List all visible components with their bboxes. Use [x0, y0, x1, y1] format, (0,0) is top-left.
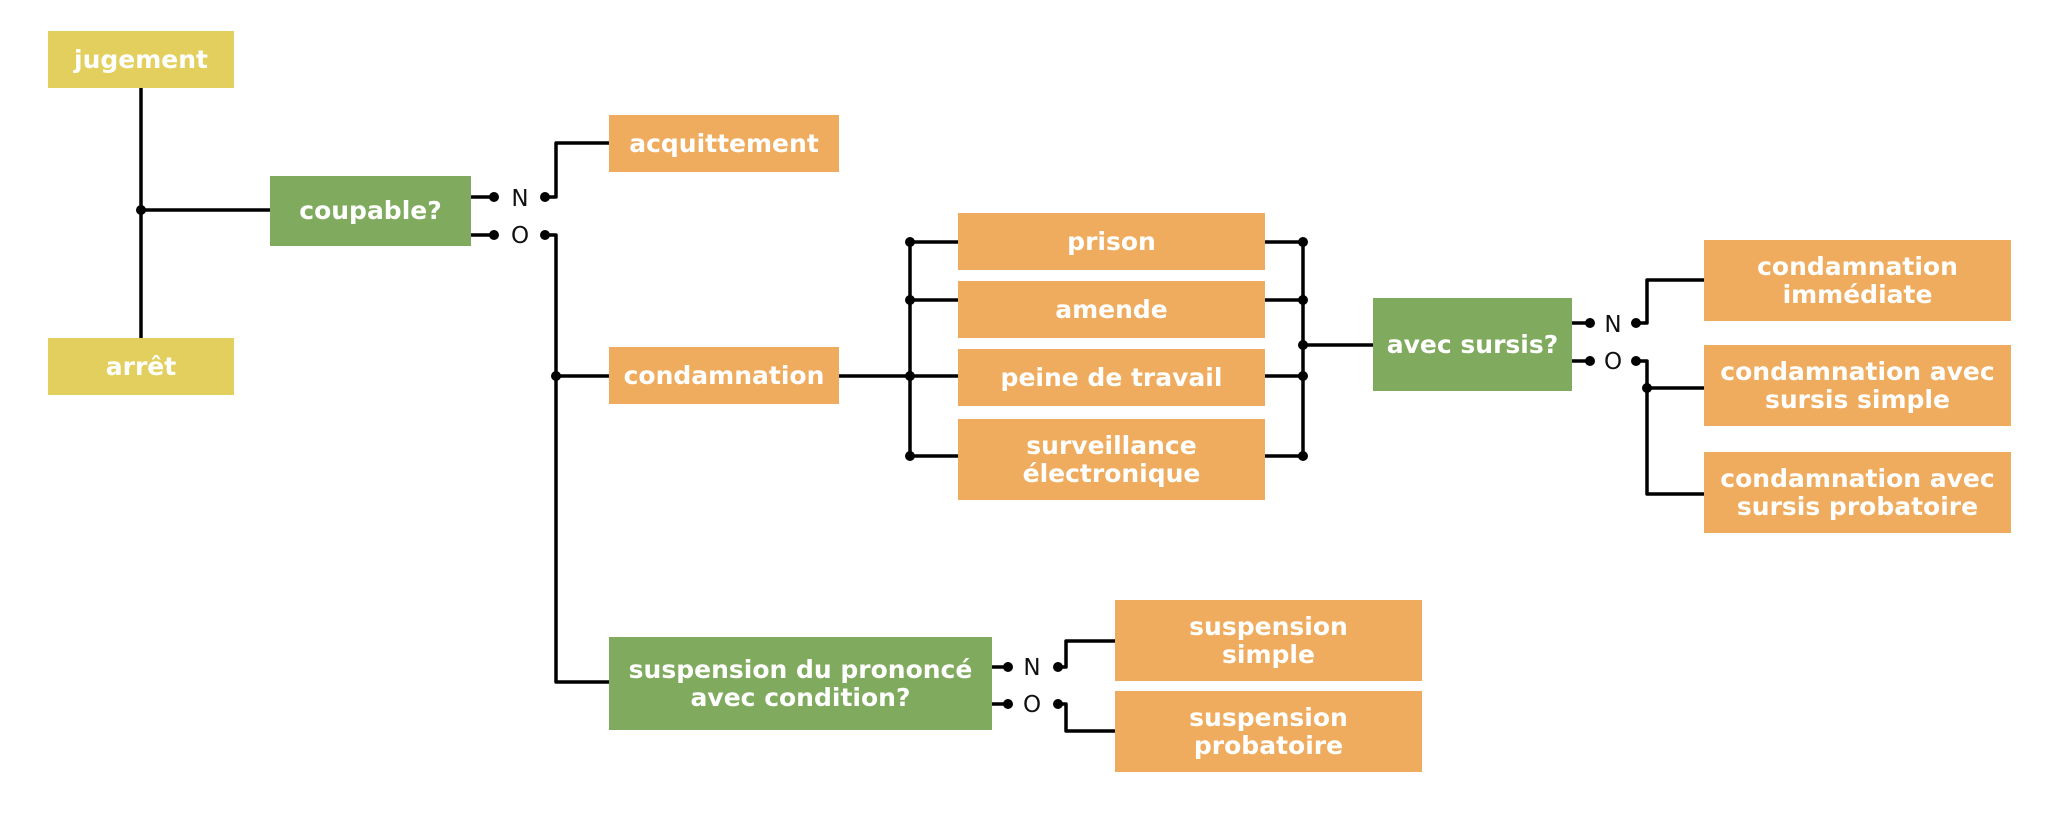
node-condamnation-sursis-simple: condamnation avec sursis simple [1704, 345, 2011, 426]
branch-label-no: N [1023, 655, 1041, 681]
branch-label-yes: O [1603, 349, 1623, 375]
node-avec-sursis: avec sursis? [1373, 298, 1572, 391]
node-suspension-simple: suspension simple [1115, 600, 1422, 681]
node-acquittement: acquittement [609, 115, 839, 172]
branch-label-yes: O [1022, 692, 1042, 718]
node-condamnation-sursis-probatoire: condamnation avec sursis probatoire [1704, 452, 2011, 533]
node-jugement: jugement [48, 31, 234, 88]
branch-label-no: N [511, 186, 529, 212]
node-arret: arrêt [48, 338, 234, 395]
node-suspension-probatoire: suspension probatoire [1115, 691, 1422, 772]
node-peine-de-travail: peine de travail [958, 349, 1265, 406]
node-prison: prison [958, 213, 1265, 270]
node-condamnation-immediate: condamnation immédiate [1704, 240, 2011, 321]
branch-label-yes: O [510, 223, 530, 249]
node-surveillance-electronique: surveillance électronique [958, 419, 1265, 500]
node-suspension-prononce: suspension du prononcé avec condition? [609, 637, 992, 730]
branch-label-no: N [1604, 312, 1622, 338]
node-coupable: coupable? [270, 176, 471, 246]
node-condamnation: condamnation [609, 347, 839, 404]
node-amende: amende [958, 281, 1265, 338]
